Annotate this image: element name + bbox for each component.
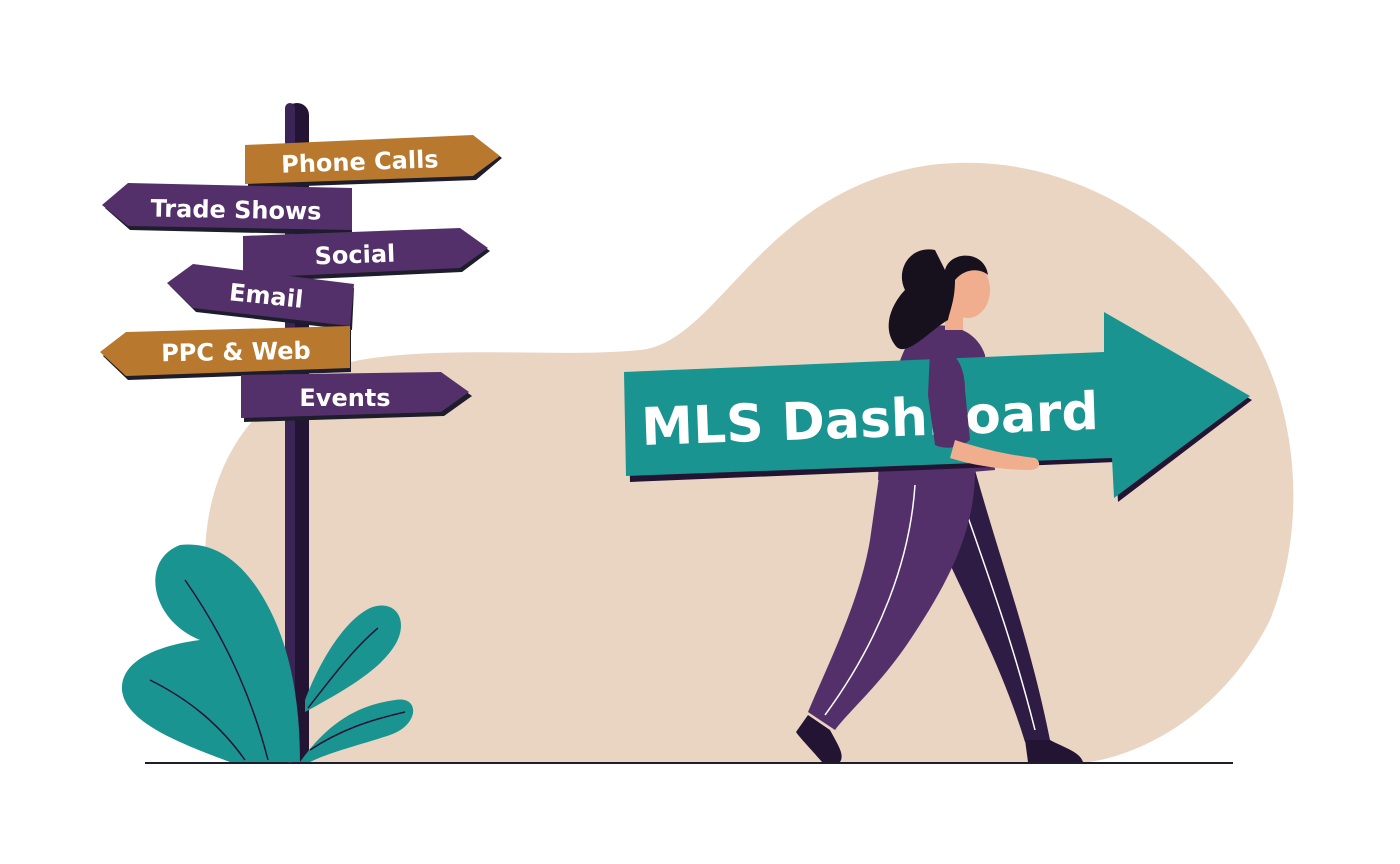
sign-label: Events: [299, 384, 390, 412]
sign-label: Social: [314, 240, 396, 271]
woman-arm: [928, 349, 1040, 470]
sign-phone-calls: Phone Calls: [245, 135, 502, 188]
sign-label: Trade Shows: [150, 195, 321, 226]
sign-ppc-web: PPC & Web: [100, 326, 351, 380]
sign-label: Phone Calls: [281, 145, 439, 178]
sign-events: Events: [241, 372, 472, 422]
sign-email: Email: [167, 264, 354, 330]
sign-label: PPC & Web: [161, 337, 311, 368]
sign-trade-shows: Trade Shows: [102, 183, 352, 235]
sign-social: Social: [243, 228, 490, 282]
plant-icon: [121, 544, 414, 762]
